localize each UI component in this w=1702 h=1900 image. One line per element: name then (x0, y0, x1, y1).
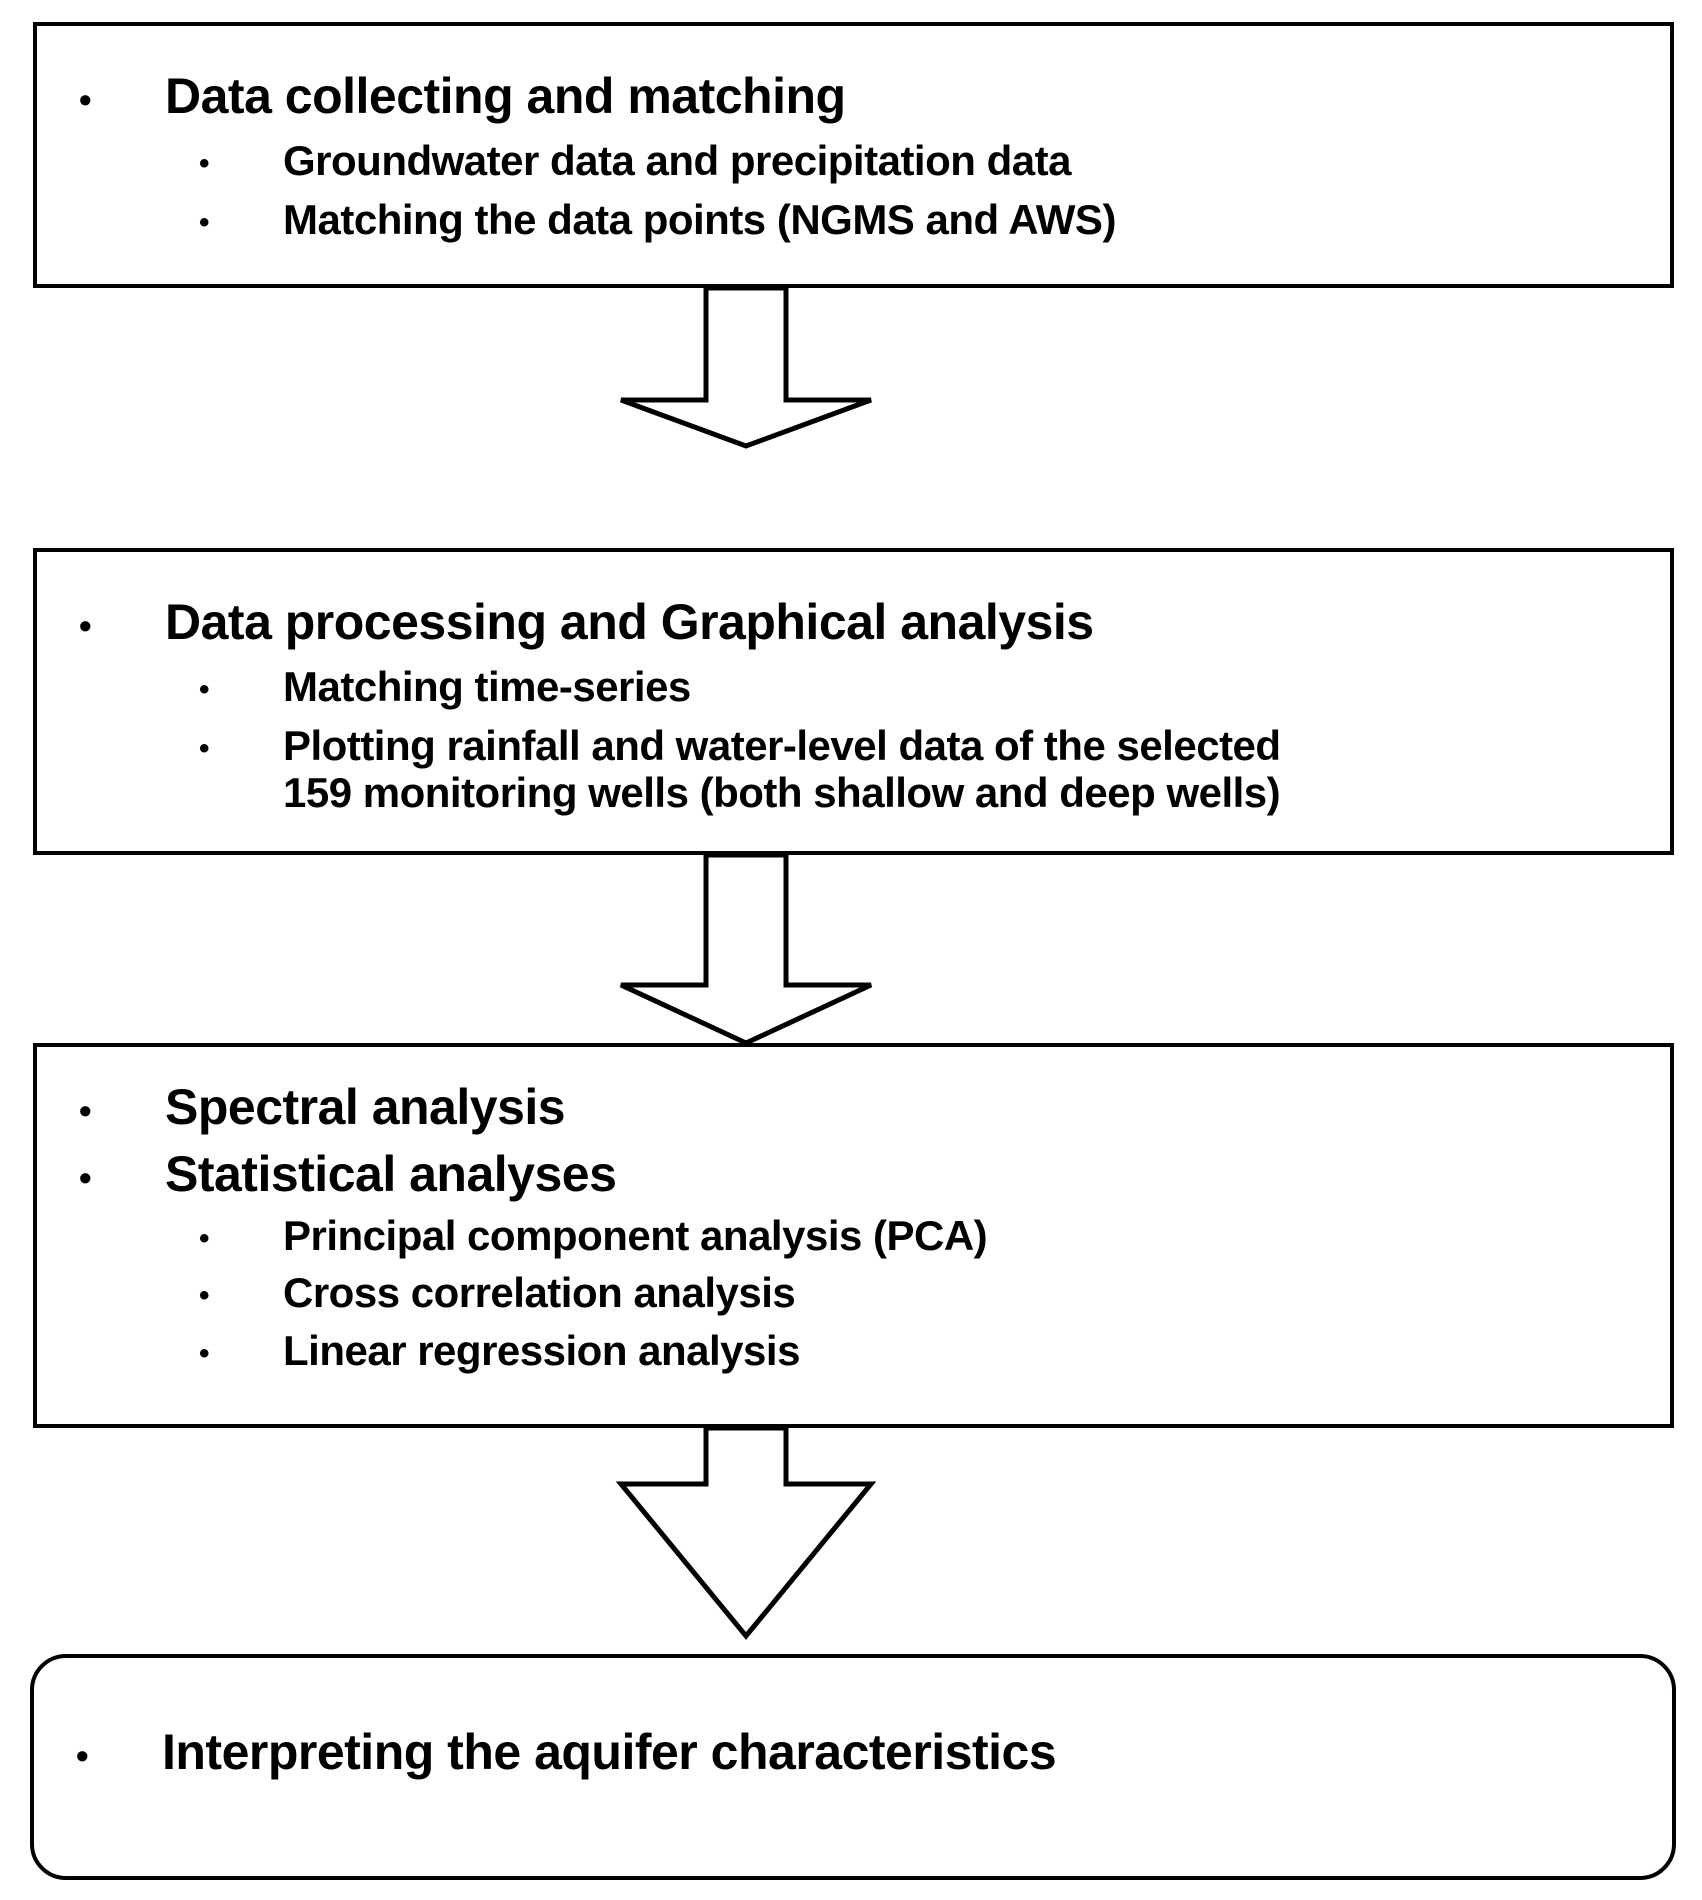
flow-node-data-collecting[interactable]: • Data collecting and matching • Groundw… (33, 22, 1674, 288)
bullet-item: • Interpreting the aquifer characteristi… (76, 1724, 1662, 1781)
bullet-dot-icon: • (79, 1156, 92, 1198)
bullet-item: • Plotting rainfall and water-level data… (79, 722, 1660, 817)
bullet-label: Statistical analyses (165, 1145, 617, 1202)
bullet-label: Data processing and Graphical analysis (165, 594, 1094, 650)
bullet-dot-icon: • (79, 79, 92, 120)
bullet-label: Interpreting the aquifer characteristics (162, 1724, 1057, 1780)
bullet-label: Cross correlation analysis (283, 1269, 796, 1317)
bullet-label: Plotting rainfall and water-level data o… (283, 721, 1281, 817)
bullet-label: Matching the data points (NGMS and AWS) (283, 195, 1116, 243)
down-arrow-icon-2 (596, 855, 896, 1047)
flow-node-content: • Data collecting and matching • Groundw… (59, 68, 1660, 243)
bullet-item: • Matching the data points (NGMS and AWS… (79, 196, 1660, 243)
bullet-item: • Linear regression analysis (79, 1327, 1660, 1374)
bullet-label: Matching time-series (283, 662, 691, 710)
bullet-item: • Principal component analysis (PCA) (79, 1212, 1660, 1259)
flow-node-data-processing[interactable]: • Data processing and Graphical analysis… (33, 548, 1674, 855)
bullet-label: Linear regression analysis (283, 1326, 800, 1374)
flow-node-analyses[interactable]: • Spectral analysis • Statistical analys… (33, 1043, 1674, 1428)
bullet-item: • Matching time-series (79, 663, 1660, 710)
bullet-dot-icon: • (79, 605, 92, 646)
flow-node-interpretation[interactable]: • Interpreting the aquifer characteristi… (30, 1654, 1676, 1880)
down-arrow-icon-1 (596, 288, 896, 450)
bullet-dot-icon: • (79, 1090, 92, 1131)
down-arrow-icon-3 (596, 1428, 896, 1658)
bullet-item: • Data collecting and matching (79, 68, 1660, 125)
flow-node-content: • Data processing and Graphical analysis… (59, 594, 1660, 817)
bullet-item: • Spectral analysis (79, 1079, 1660, 1136)
bullet-dot-icon: • (199, 731, 210, 765)
bullet-item: • Statistical analyses (79, 1146, 1660, 1203)
bullet-label: Groundwater data and precipitation data (283, 136, 1071, 184)
bullet-item: • Groundwater data and precipitation dat… (79, 137, 1660, 184)
bullet-label: Spectral analysis (165, 1079, 566, 1135)
bullet-dot-icon: • (199, 1222, 210, 1255)
bullet-dot-icon: • (199, 1279, 210, 1313)
bullet-dot-icon: • (76, 1735, 89, 1776)
bullet-dot-icon: • (199, 672, 210, 706)
flow-node-content: • Interpreting the aquifer characteristi… (56, 1724, 1662, 1781)
flow-node-content: • Spectral analysis • Statistical analys… (59, 1079, 1660, 1374)
bullet-item: • Cross correlation analysis (79, 1269, 1660, 1316)
bullet-label: Principal component analysis (PCA) (283, 1212, 988, 1259)
bullet-dot-icon: • (199, 146, 210, 180)
bullet-item: • Data processing and Graphical analysis (79, 594, 1660, 651)
bullet-label: Data collecting and matching (165, 68, 846, 124)
bullet-dot-icon: • (199, 205, 210, 239)
bullet-dot-icon: • (199, 1336, 210, 1370)
